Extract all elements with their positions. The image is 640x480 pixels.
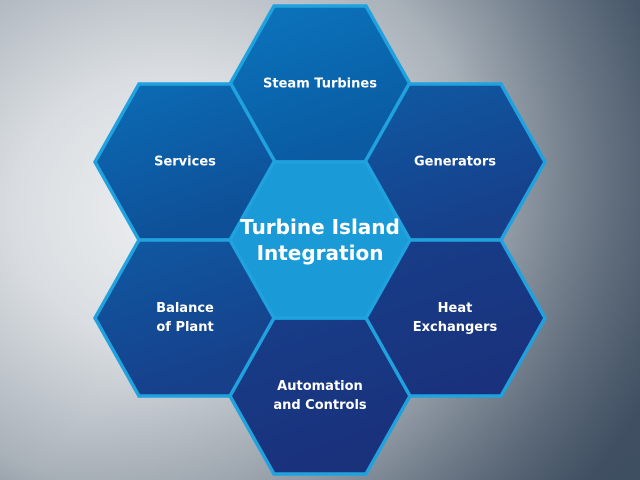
hex-label-steam-turbines-line-1: Steam Turbines bbox=[263, 77, 377, 92]
hex-label-generators-line-1: Generators bbox=[414, 155, 496, 170]
center-title-line-1: Turbine Island bbox=[240, 215, 400, 239]
hex-label-balance-of-plant-line-2: of Plant bbox=[156, 320, 213, 335]
hex-label-heat-exchangers-line-2: Exchangers bbox=[413, 320, 498, 335]
hex-node-generators: Generators bbox=[362, 82, 548, 242]
hex-label-heat-exchangers-line-1: Heat bbox=[438, 301, 473, 316]
hex-label-balance-of-plant-line-1: Balance bbox=[156, 301, 214, 316]
hex-label-services-line-1: Services bbox=[154, 155, 216, 170]
center-title-line-2: Integration bbox=[257, 241, 384, 265]
hexagon-center bbox=[227, 160, 413, 320]
hex-label-automation-and-controls-line-1: Automation bbox=[277, 379, 363, 394]
hex-label-automation-and-controls-line-2: and Controls bbox=[273, 398, 367, 413]
hex-node-automation-and-controls: Automation and Controls bbox=[227, 316, 413, 476]
